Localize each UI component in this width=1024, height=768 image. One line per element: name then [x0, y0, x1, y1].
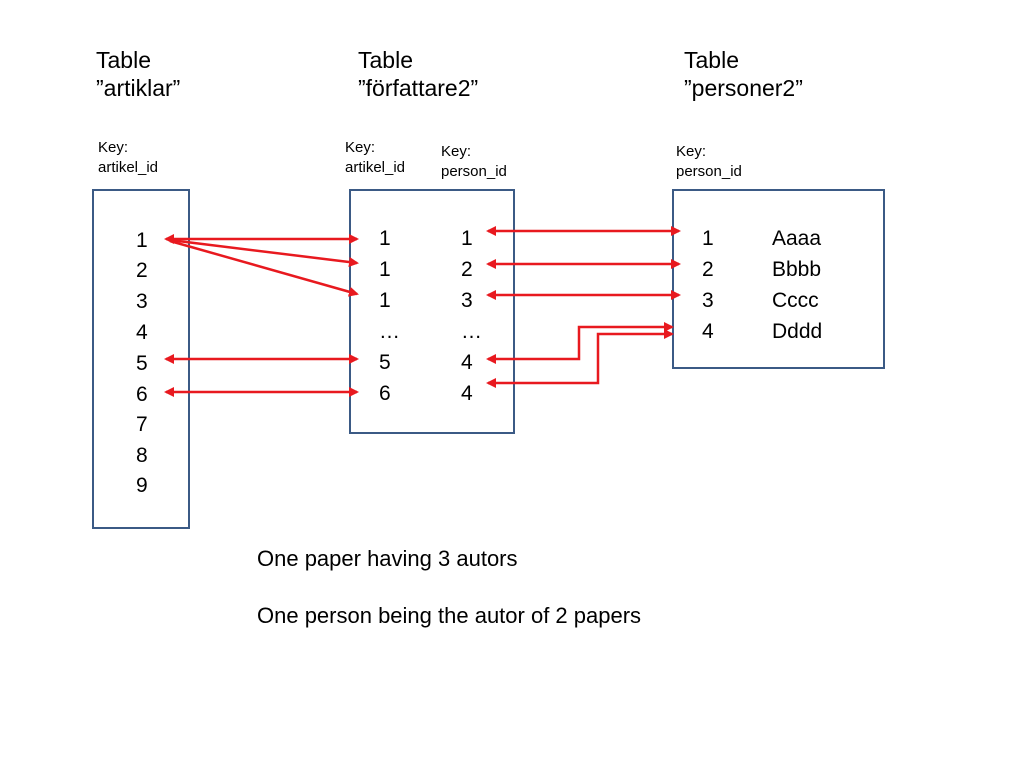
artiklar-row-6: 6	[136, 383, 148, 406]
artiklar-key-caption: Key:	[98, 139, 129, 156]
table-personer2-box: 1 2 3 4 Aaaa Bbbb Cccc Dddd	[672, 189, 885, 369]
personer2-id-2: 2	[702, 258, 714, 281]
artiklar-row-4: 4	[136, 321, 148, 344]
forfattare2-artikel-3: 1	[379, 289, 391, 312]
table-forfattare2-title-line2: ”författare2”	[358, 75, 479, 101]
personer2-id-3: 3	[702, 289, 714, 312]
table-personer2-title-line2: ”personer2”	[684, 75, 803, 101]
arrow-person4b-to-personer-4	[486, 329, 674, 388]
forfattare2-person-3: 3	[461, 289, 473, 312]
artiklar-row-2: 2	[136, 259, 148, 282]
table-artiklar-title-line1: Table	[96, 47, 151, 73]
forfattare2-person-2: 2	[461, 258, 473, 281]
arrow-artiklar1-to-forfattare-row3	[169, 239, 359, 297]
table-forfattare2-title-line1: Table	[358, 47, 413, 73]
forfattare2-person-1: 1	[461, 227, 473, 250]
forfattare2-person-5: 4	[461, 351, 473, 374]
forfattare2-artikel-2: 1	[379, 258, 391, 281]
personer2-key-field: person_id	[676, 163, 742, 180]
forfattare2-key2-label: Key: person_id	[441, 142, 507, 182]
personer2-key-caption: Key:	[676, 143, 707, 160]
personer2-key-label: Key: person_id	[676, 142, 742, 182]
caption-line2: One person being the autor of 2 papers	[257, 603, 642, 628]
table-personer2-title-line1: Table	[684, 47, 739, 73]
forfattare2-artikel-4: …	[379, 320, 400, 343]
artiklar-key-field: artikel_id	[98, 159, 159, 176]
arrow-person4a-to-personer-4	[486, 322, 674, 364]
artiklar-row-7: 7	[136, 413, 148, 436]
table-personer2-title: Table ”personer2”	[684, 46, 803, 102]
forfattare2-key2-caption: Key:	[441, 143, 472, 160]
forfattare2-artikel-6: 6	[379, 382, 391, 405]
forfattare2-key1-field: artikel_id	[345, 159, 406, 176]
personer2-id-4: 4	[702, 320, 714, 343]
table-artiklar-title: Table ”artiklar”	[96, 46, 180, 102]
artiklar-row-3: 3	[136, 290, 148, 313]
personer2-name-3: Cccc	[772, 289, 819, 312]
artiklar-key-label: Key: artikel_id	[98, 138, 158, 178]
artiklar-row-1: 1	[136, 229, 148, 252]
personer2-name-1: Aaaa	[772, 227, 822, 250]
personer2-id-1: 1	[702, 227, 714, 250]
forfattare2-artikel-1: 1	[379, 227, 391, 250]
arrow-artiklar1-to-forfattare-row2	[169, 238, 359, 267]
artiklar-row-5: 5	[136, 352, 148, 375]
personer2-name-2: Bbbb	[772, 258, 822, 281]
artiklar-row-9: 9	[136, 474, 148, 497]
table-forfattare2-title: Table ”författare2”	[358, 46, 478, 102]
forfattare2-key1-caption: Key:	[345, 139, 376, 156]
artiklar-row-8: 8	[136, 444, 148, 467]
caption-line1: One paper having 3 autors	[257, 546, 518, 571]
forfattare2-person-4: …	[461, 320, 482, 343]
forfattare2-key2-field: person_id	[441, 163, 507, 180]
forfattare2-key1-label: Key: artikel_id	[345, 138, 405, 178]
table-artiklar-title-line2: ”artiklar”	[96, 75, 181, 101]
forfattare2-artikel-5: 5	[379, 351, 391, 374]
personer2-name-4: Dddd	[772, 320, 823, 343]
forfattare2-person-6: 4	[461, 382, 473, 405]
